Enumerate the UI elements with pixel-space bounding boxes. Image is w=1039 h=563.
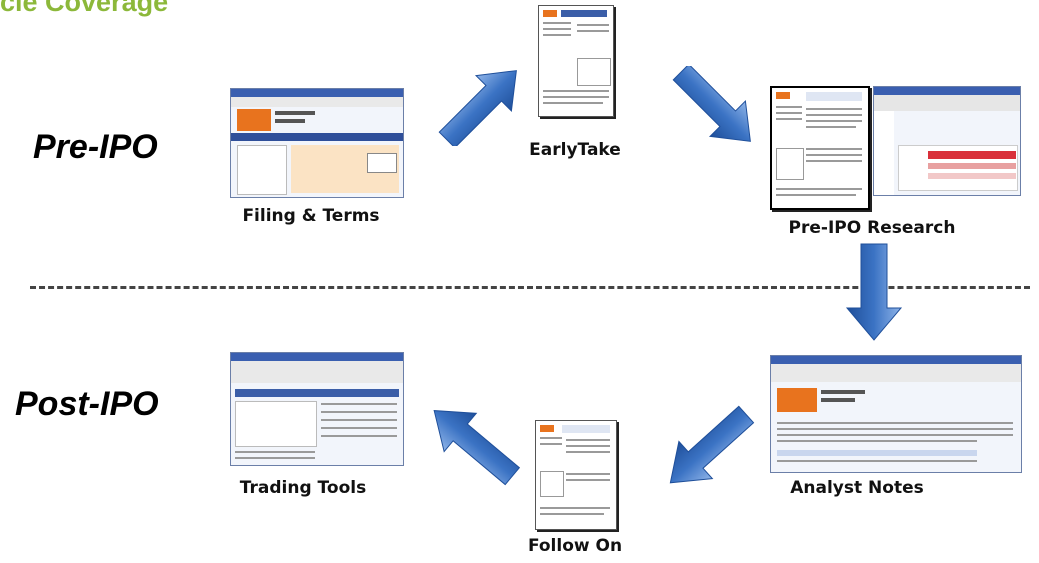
post-ipo-label: Post-IPO (15, 385, 159, 423)
arrow-analyst-notes-to-follow-on (669, 405, 755, 484)
arrow-follow-on-to-trading-tools (433, 410, 521, 486)
analyst-notes-thumbnail (770, 355, 1022, 473)
earlytake-label: EarlyTake (529, 140, 621, 160)
filing-terms-label: Filing & Terms (242, 206, 380, 226)
preipo-research-doc-thumbnail (770, 86, 870, 210)
preipo-research-spreadsheet-thumbnail (873, 86, 1021, 196)
filing-terms-thumbnail (230, 88, 404, 198)
earlytake-thumbnail (538, 5, 614, 117)
analyst-notes-label: Analyst Notes (790, 478, 924, 498)
arrow-preipo-research-to-analyst-notes (845, 243, 903, 341)
pre-ipo-label: Pre-IPO (33, 128, 158, 166)
preipo-research-label: Pre-IPO Research (788, 218, 956, 238)
phase-divider (30, 286, 1030, 289)
arrow-filing-to-earlytake (438, 70, 517, 146)
follow-on-label: Follow On (527, 536, 623, 556)
page-title: cle Coverage (0, 0, 169, 17)
trading-tools-label: Trading Tools (239, 478, 367, 498)
arrow-earlytake-to-preipo-research (672, 66, 751, 142)
trading-tools-thumbnail (230, 352, 404, 466)
follow-on-thumbnail (535, 420, 617, 530)
